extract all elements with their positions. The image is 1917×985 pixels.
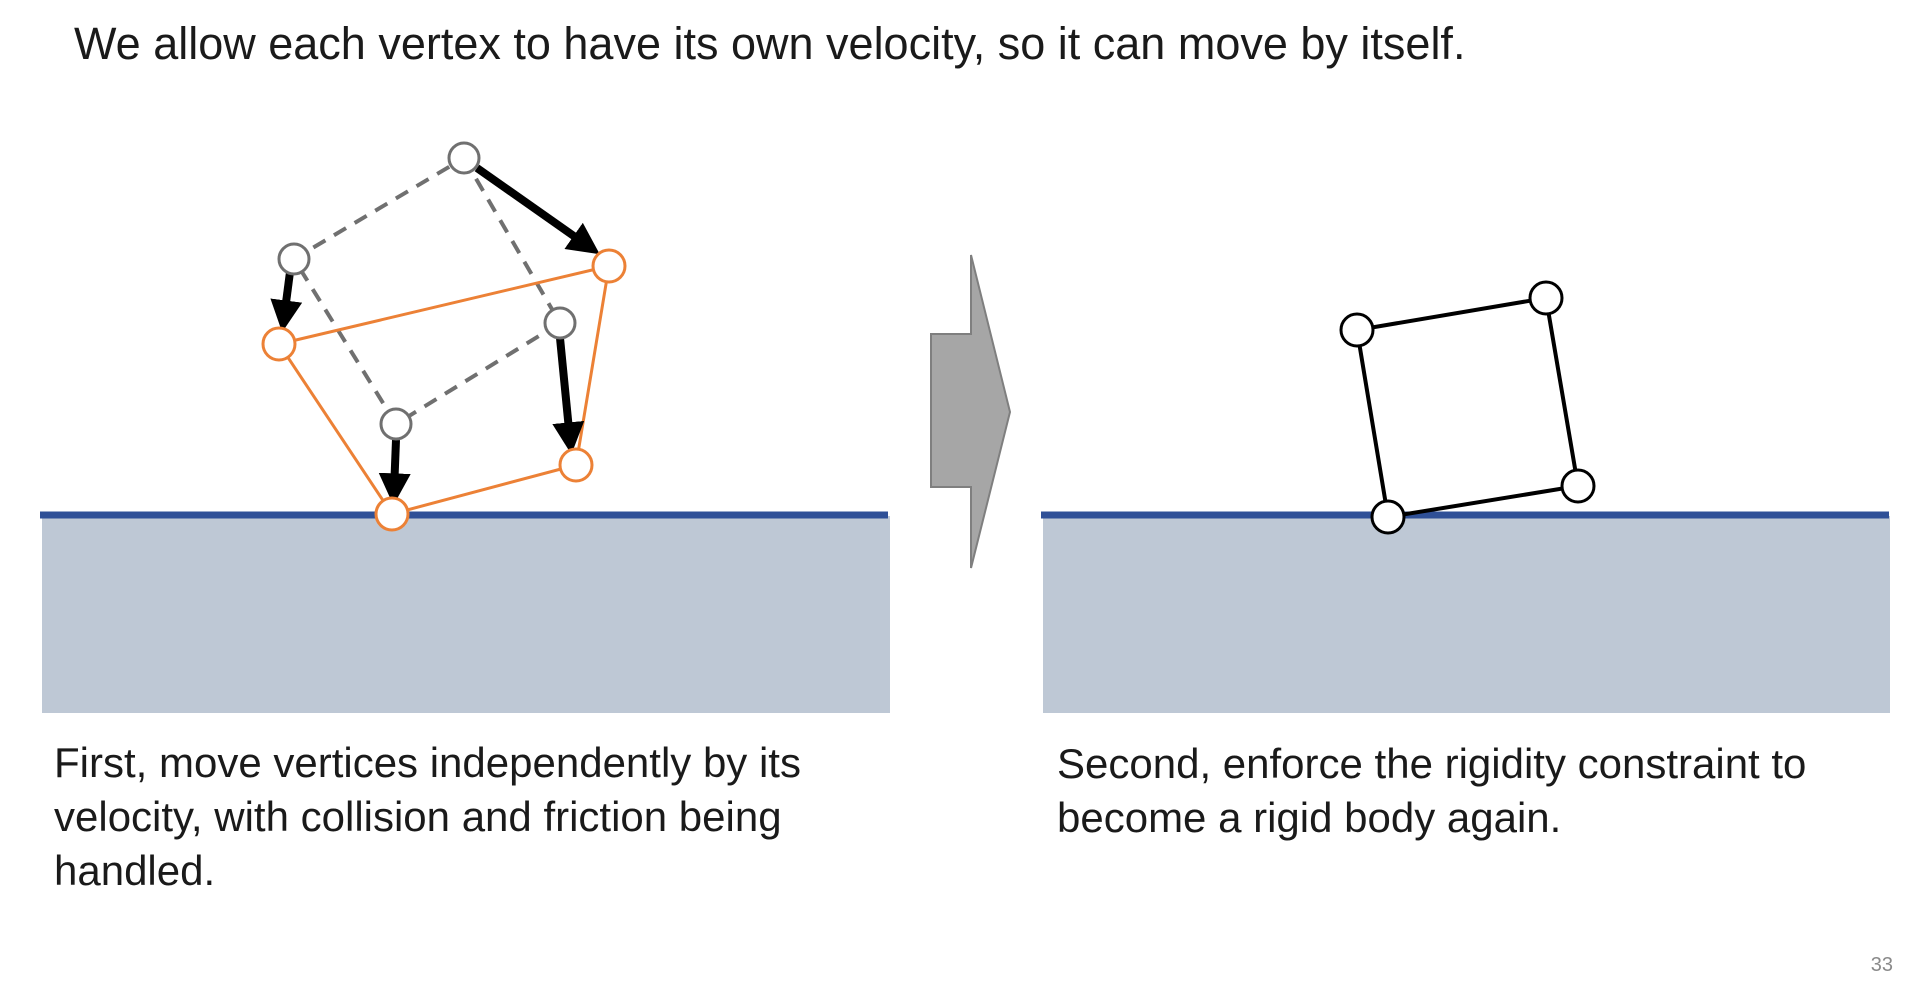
vertex-rigid [1528, 280, 1564, 316]
vertex-original [543, 306, 577, 340]
vertex-moved [374, 496, 410, 532]
slide-title: We allow each vertex to have its own vel… [74, 18, 1466, 69]
left-ground [42, 516, 890, 713]
vertex-rigid [1560, 468, 1596, 504]
vertex-rigid [1339, 312, 1375, 348]
vertex-rigid [1370, 499, 1406, 535]
velocity-arrow [378, 439, 411, 506]
vertex-original [379, 407, 413, 441]
right-panel [1041, 280, 1890, 713]
velocity-arrow [552, 337, 585, 455]
caption-first-step: First, move vertices independently by it… [54, 739, 801, 894]
velocity-arrow [270, 271, 303, 333]
vertex-original [277, 242, 311, 276]
left-panel [40, 141, 890, 713]
vertex-original [447, 141, 481, 175]
vertex-moved [261, 326, 297, 362]
velocity-arrow [474, 164, 600, 255]
vertex-moved [558, 447, 594, 483]
rigid-body-square [1354, 295, 1581, 520]
caption-second-step: Second, enforce the rigidity constraint … [1057, 740, 1807, 841]
original-square-dashed [291, 155, 563, 427]
right-ground [1043, 516, 1890, 713]
page-number: 33 [1870, 954, 1893, 976]
vertex-moved [591, 248, 627, 284]
step-arrow [930, 254, 1012, 569]
moved-quad-orange [276, 264, 611, 516]
